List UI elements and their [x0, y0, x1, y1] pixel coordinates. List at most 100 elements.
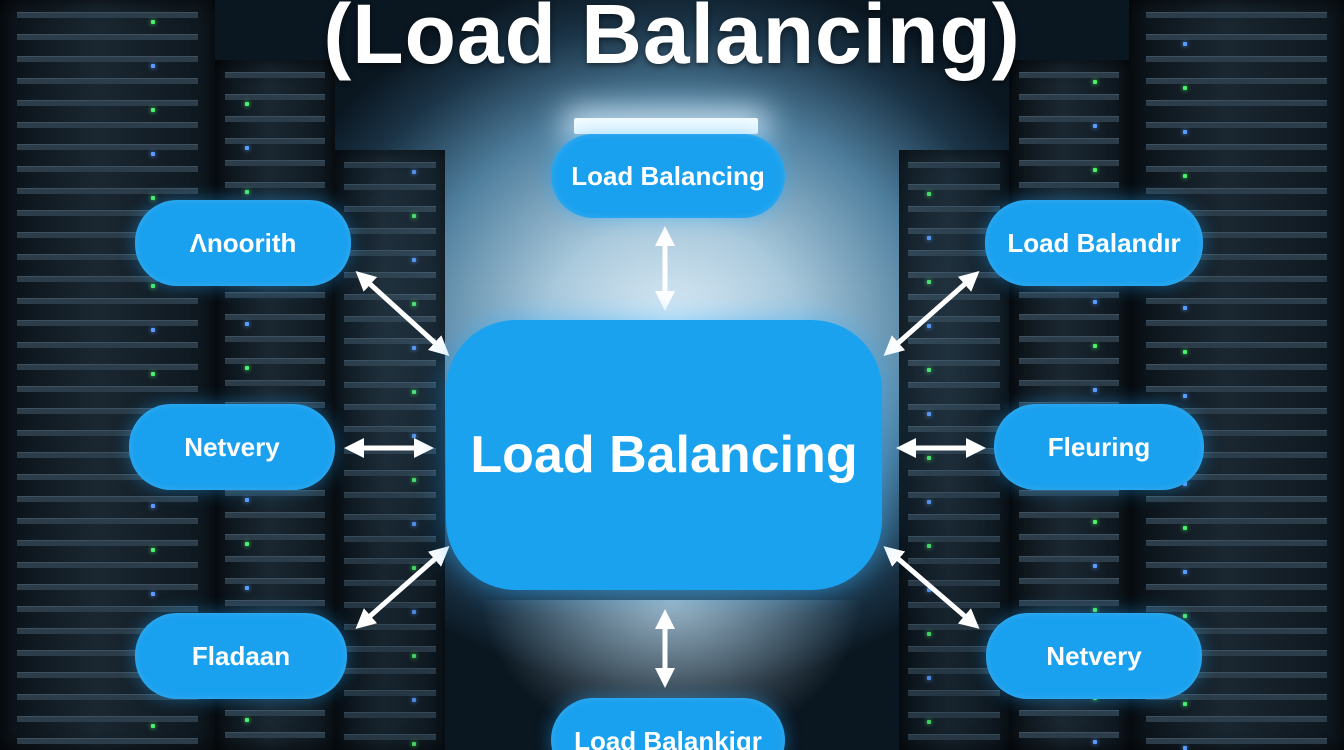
status-led [412, 170, 416, 174]
connector-bottom-right [883, 546, 980, 629]
rack-slot [224, 336, 326, 342]
rack-slot [343, 162, 437, 168]
rack-slot [17, 122, 198, 128]
rack-slot [1146, 12, 1327, 18]
rack-slot [1146, 364, 1327, 370]
rack-slot [907, 712, 1001, 718]
rack-slot [343, 426, 437, 432]
rack-slot [224, 710, 326, 716]
status-led [150, 20, 155, 24]
status-led [1182, 350, 1187, 354]
rack-slot [17, 254, 198, 260]
rack-slot [1018, 578, 1120, 584]
rack-slot [224, 534, 326, 540]
rack-slot [1146, 298, 1327, 304]
rack-slot [17, 518, 198, 524]
rack-slot [343, 184, 437, 190]
status-led [926, 720, 931, 724]
status-led [1093, 168, 1097, 172]
rack-slot [907, 536, 1001, 542]
rack-slot [17, 144, 198, 150]
rack-slot [17, 100, 198, 106]
rack-slot [1018, 160, 1120, 166]
rack-slot [1018, 72, 1120, 78]
status-led [412, 654, 416, 658]
rack-slot [1146, 100, 1327, 106]
status-led [926, 412, 931, 416]
status-led [1093, 300, 1097, 304]
rack-slot [907, 426, 1001, 432]
status-led [412, 478, 416, 482]
rack-slot [17, 562, 198, 568]
status-led [1182, 394, 1187, 398]
rack-slot [907, 514, 1001, 520]
rack-slot [17, 12, 198, 18]
rack-slot [224, 490, 326, 496]
status-led [1093, 520, 1097, 524]
status-led [926, 676, 931, 680]
rack-slot [1018, 732, 1120, 738]
status-led [1093, 608, 1097, 612]
status-led [412, 390, 416, 394]
node-top-right: Load Balandır [985, 200, 1203, 286]
status-led [412, 434, 416, 438]
rack-slot [1018, 336, 1120, 342]
rack-slot [1146, 166, 1327, 172]
node-top: Load Balancing [551, 134, 785, 218]
rack-slot [1018, 358, 1120, 364]
rack-slot [343, 228, 437, 234]
rack-slot [1146, 276, 1327, 282]
rack-slot [343, 646, 437, 652]
server-rack-left-outer [0, 0, 215, 750]
status-led [150, 108, 155, 112]
rack-slot [17, 210, 198, 216]
status-led [926, 500, 931, 504]
rack-slot [1018, 600, 1120, 606]
status-led [1093, 80, 1097, 84]
status-led [412, 742, 416, 746]
rack-slot [1146, 562, 1327, 568]
status-led [150, 548, 155, 552]
rack-slot [1146, 342, 1327, 348]
center-node: Load Balancing [446, 320, 882, 590]
rack-slot [343, 734, 437, 740]
status-led [1182, 746, 1187, 750]
node-bottom-right: Netvery [986, 613, 1202, 699]
status-led [150, 152, 155, 156]
status-led [412, 698, 416, 702]
rack-slot [907, 250, 1001, 256]
rack-slot [17, 540, 198, 546]
rack-slot [1018, 380, 1120, 386]
rack-slot [1146, 540, 1327, 546]
rack-slot [224, 556, 326, 562]
status-led [926, 236, 931, 240]
rack-slot [343, 470, 437, 476]
rack-slot [17, 342, 198, 348]
rack-slot [224, 578, 326, 584]
status-led [412, 214, 416, 218]
rack-slot [1146, 210, 1327, 216]
rack-slot [1146, 474, 1327, 480]
rack-slot [1018, 292, 1120, 298]
rack-slot [343, 690, 437, 696]
rack-slot [1146, 78, 1327, 84]
rack-slot [1146, 628, 1327, 634]
rack-slot [224, 94, 326, 100]
status-led [245, 322, 249, 326]
rack-slot [1146, 496, 1327, 502]
status-led [150, 724, 155, 728]
rack-slot [1146, 694, 1327, 700]
rack-slot [1146, 650, 1327, 656]
rack-slot [17, 188, 198, 194]
status-led [150, 196, 155, 200]
rack-slot [17, 650, 198, 656]
status-led [150, 284, 155, 288]
rack-slot [224, 182, 326, 188]
rack-slot [1146, 716, 1327, 722]
status-led [926, 192, 931, 196]
rack-slot [1146, 232, 1327, 238]
rack-slot [343, 536, 437, 542]
rack-slot [224, 292, 326, 298]
rack-slot [343, 360, 437, 366]
rack-slot [17, 298, 198, 304]
